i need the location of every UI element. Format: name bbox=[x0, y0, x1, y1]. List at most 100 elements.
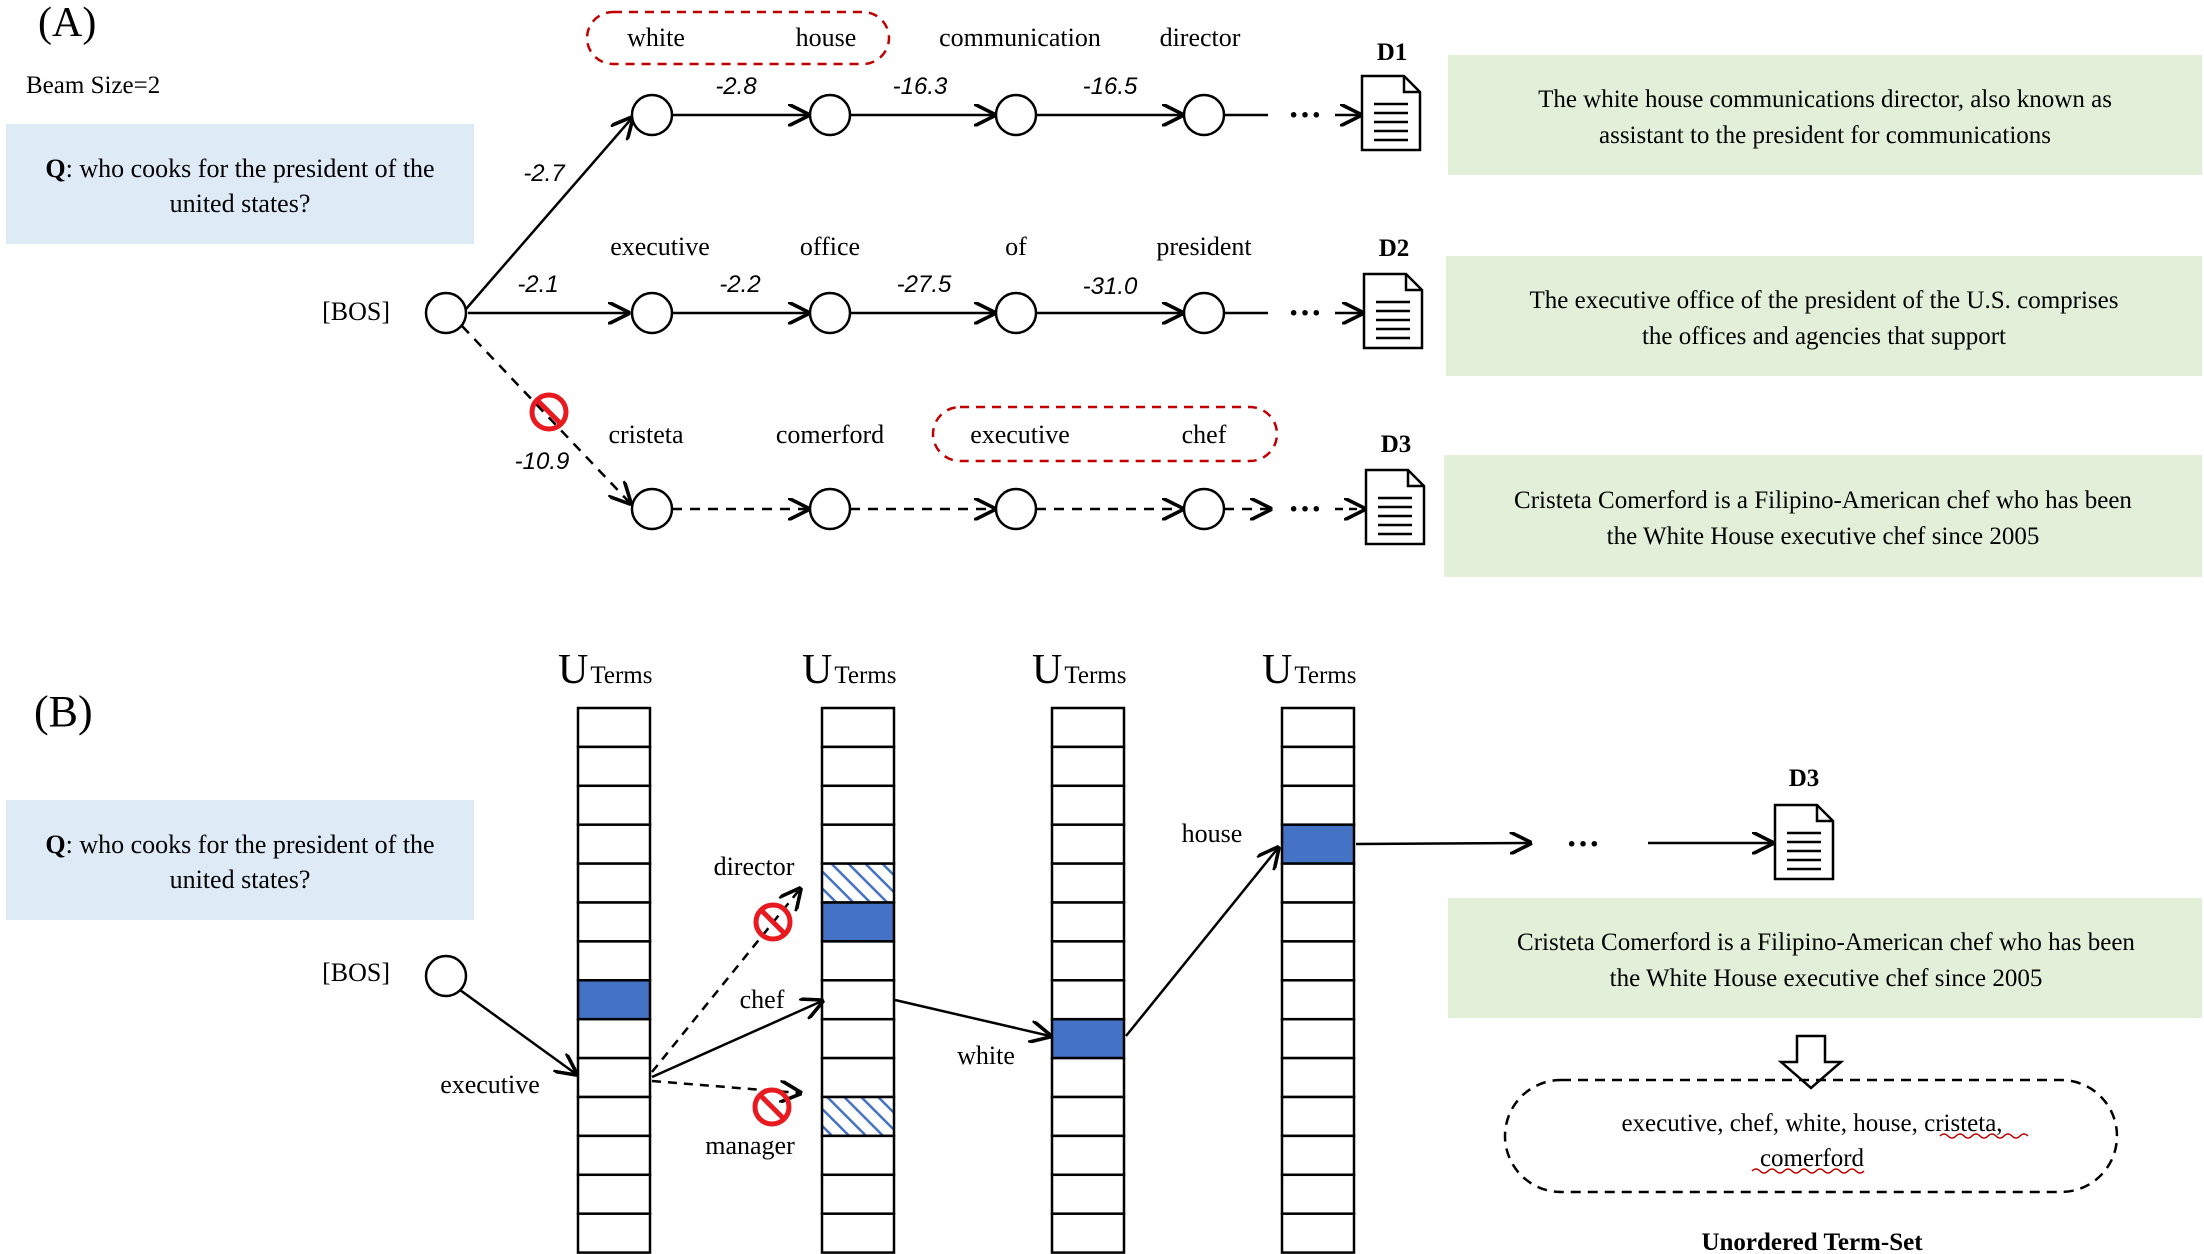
doc-label: D2 bbox=[1379, 235, 1410, 262]
step-term: white bbox=[957, 1041, 1015, 1070]
term-cell bbox=[1050, 706, 1126, 749]
doc-box bbox=[1448, 55, 2202, 175]
node bbox=[630, 93, 674, 137]
edge-bos-d3 bbox=[461, 325, 630, 503]
step-term: house bbox=[1182, 819, 1243, 848]
term: director bbox=[1160, 23, 1241, 52]
score: -2.2 bbox=[719, 271, 760, 298]
node bbox=[808, 93, 852, 137]
term: communication bbox=[939, 23, 1101, 52]
term-cell bbox=[820, 706, 896, 749]
term-cell bbox=[1280, 1056, 1356, 1099]
beam-size-label: Beam Size=2 bbox=[26, 72, 160, 99]
term: president bbox=[1156, 232, 1252, 261]
edge-chef-white bbox=[894, 998, 1050, 1036]
panel-b-label: (B) bbox=[34, 687, 93, 736]
term-cell bbox=[576, 1017, 652, 1060]
ellipsis: ··· bbox=[1288, 295, 1322, 332]
selected-term-cell bbox=[1050, 1017, 1126, 1060]
highlight-white-house bbox=[585, 10, 891, 66]
highlight-executive-chef bbox=[931, 405, 1279, 463]
term-cell bbox=[576, 1134, 652, 1177]
doc-text-line: The executive office of the president of… bbox=[1530, 287, 2119, 314]
term: house bbox=[796, 23, 857, 52]
score: -31.0 bbox=[1083, 273, 1138, 300]
term-cell bbox=[820, 1056, 896, 1099]
panel-a-query-box: Q: who cooks for the president of the un… bbox=[6, 124, 474, 244]
edge-executive-chef bbox=[651, 1001, 822, 1079]
term-cell bbox=[1280, 862, 1356, 904]
term-cell bbox=[1050, 862, 1126, 904]
ellipsis: ··· bbox=[1288, 491, 1322, 528]
term-set-line-2: comerford bbox=[1760, 1145, 1865, 1172]
score: -16.5 bbox=[1083, 73, 1138, 100]
edge-white-house bbox=[1125, 848, 1278, 1037]
prohibit-icon bbox=[756, 905, 790, 939]
doc-text-line: Cristeta Comerford is a Filipino-America… bbox=[1517, 929, 2135, 956]
prohibit-icon bbox=[755, 1090, 789, 1124]
bos-node bbox=[424, 954, 468, 998]
term-cell bbox=[576, 784, 652, 826]
term-cell bbox=[820, 940, 896, 982]
spellcheck-underline bbox=[1751, 1168, 1865, 1174]
term-cell bbox=[1050, 979, 1126, 1021]
path-d2: executive office of president -2.1 -2.2 … bbox=[517, 232, 2202, 376]
doc-text-line: Cristeta Comerford is a Filipino-America… bbox=[1514, 487, 2132, 514]
node bbox=[630, 291, 674, 335]
down-arrow-icon bbox=[1777, 1034, 1845, 1090]
term-cell bbox=[576, 1056, 652, 1099]
term: of bbox=[1005, 232, 1027, 261]
doc-label: D3 bbox=[1789, 765, 1820, 792]
doc-label: D3 bbox=[1381, 431, 1412, 458]
panel-b-query-box: Q: who cooks for the president of the un… bbox=[6, 800, 474, 920]
score: -2.8 bbox=[715, 73, 757, 100]
term-cell bbox=[820, 745, 896, 788]
bos-label: [BOS] bbox=[322, 958, 390, 987]
term-cell bbox=[1280, 940, 1356, 982]
doc-label: D1 bbox=[1377, 39, 1408, 66]
term-cell bbox=[1280, 1134, 1356, 1177]
term-cell bbox=[1050, 1212, 1126, 1254]
edge-bos-executive bbox=[459, 988, 576, 1074]
term-cell bbox=[820, 1212, 896, 1254]
column-header: UTerms bbox=[558, 647, 652, 693]
step-term: executive bbox=[440, 1070, 540, 1099]
term-cell bbox=[1050, 823, 1126, 865]
term-cell bbox=[576, 901, 652, 943]
path-d3: cristeta comerford executive chef -10.9 … bbox=[515, 395, 2202, 577]
edge-house-next bbox=[1355, 843, 1530, 844]
term-cell bbox=[1280, 979, 1356, 1021]
term-cell bbox=[1050, 1134, 1126, 1177]
query-line-1: Q: who cooks for the president of the bbox=[45, 830, 434, 859]
term: chef bbox=[1182, 420, 1227, 449]
term-cell bbox=[1280, 1017, 1356, 1060]
pruned-term: director bbox=[714, 852, 795, 881]
selected-term-cell bbox=[820, 901, 896, 943]
column-header: UTerms bbox=[1032, 647, 1126, 693]
term-cell bbox=[1280, 1173, 1356, 1215]
selected-term-cell bbox=[576, 979, 652, 1021]
step-term: chef bbox=[740, 985, 785, 1014]
term-set-caption: Unordered Term-Set bbox=[1701, 1229, 1923, 1254]
term-cell bbox=[1050, 901, 1126, 943]
term-cell bbox=[1280, 1095, 1356, 1138]
term-cell bbox=[1050, 1095, 1126, 1138]
pruned-term-cell bbox=[820, 862, 896, 904]
node bbox=[994, 487, 1038, 531]
ellipsis: ··· bbox=[1566, 826, 1600, 863]
term-set-box bbox=[1503, 1078, 2119, 1194]
score: -10.9 bbox=[515, 448, 570, 475]
query-line-2: united states? bbox=[170, 865, 311, 894]
term: executive bbox=[610, 232, 710, 261]
doc-text-line: the White House executive chef since 200… bbox=[1610, 965, 2043, 992]
node bbox=[994, 291, 1038, 335]
node bbox=[1182, 93, 1226, 137]
score: -27.5 bbox=[897, 271, 952, 298]
term-cell bbox=[1050, 1173, 1126, 1215]
panel-b: (B) Q: who cooks for the president of th… bbox=[6, 647, 2202, 1254]
term: white bbox=[627, 23, 685, 52]
node bbox=[630, 487, 674, 531]
term-cell bbox=[1280, 706, 1356, 749]
